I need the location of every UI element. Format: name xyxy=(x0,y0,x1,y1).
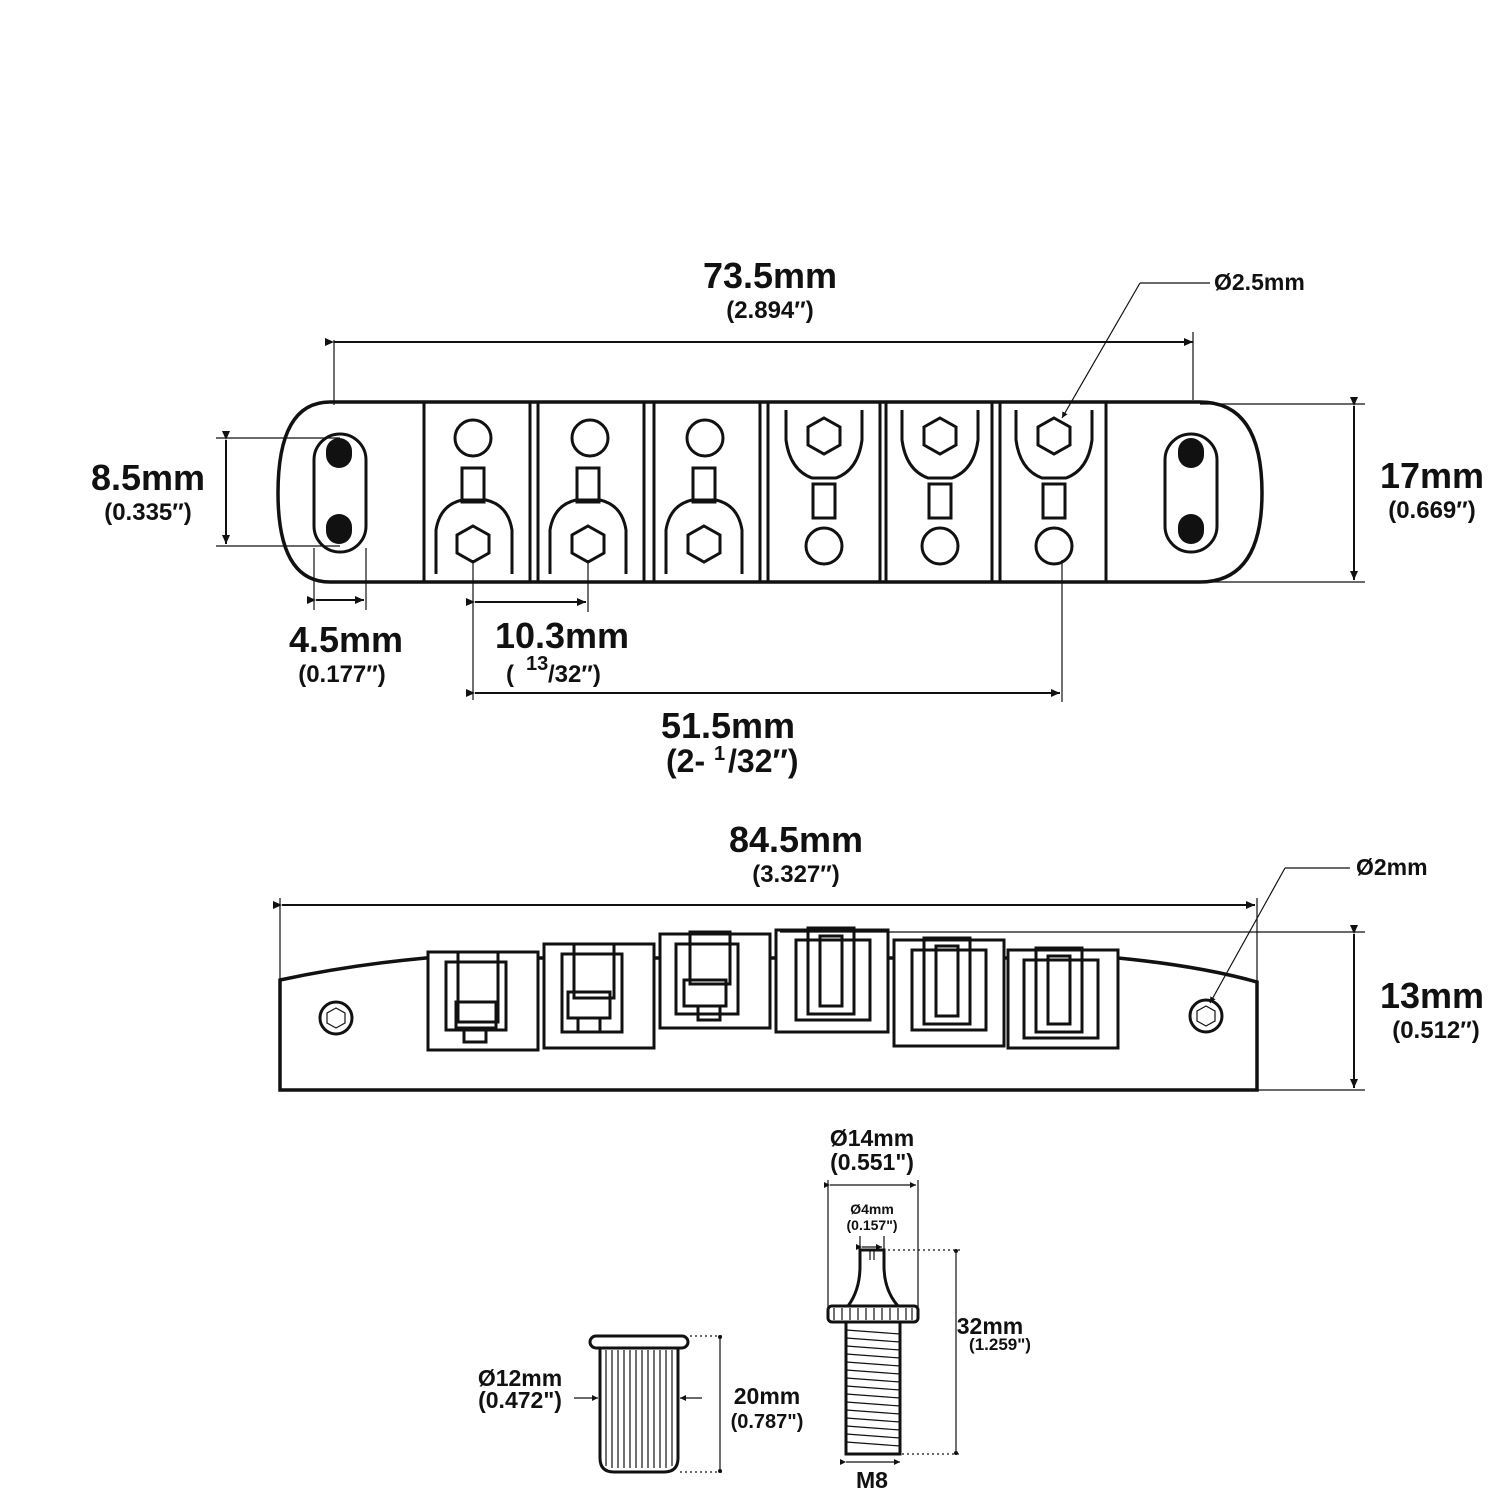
anchor-length-mm: 20mm xyxy=(734,1383,800,1409)
string-spread-mm: 51.5mm xyxy=(661,705,795,746)
top-hole-dia: Ø2.5mm xyxy=(1214,269,1305,295)
saddle-spacing-inch-prefix: ( xyxy=(506,661,514,688)
left-slot xyxy=(312,432,368,554)
top-view: 73.5mm (2.894″) Ø2.5mm 8.5mm (0.335″) 17… xyxy=(91,255,1484,779)
side-view: 84.5mm (3.327″) Ø2mm 13mm (0.512″) xyxy=(273,819,1484,1092)
anchor-dia-mm: Ø12mm xyxy=(478,1365,562,1391)
stud-head-dia-inch: (0.551") xyxy=(830,1149,914,1175)
slot-inch: (0.177″) xyxy=(298,661,386,688)
string-spread-inch-den: /32″) xyxy=(728,743,798,779)
saddles-left xyxy=(434,418,744,574)
anchor-length-inch: (0.787") xyxy=(731,1411,804,1433)
right-slot-dot-bottom xyxy=(1178,514,1204,544)
side-height-mm: 13mm xyxy=(1380,975,1484,1016)
left-slot-dot-top xyxy=(326,438,352,468)
stud-shaft-dia-mm: Ø4mm xyxy=(850,1201,894,1217)
stud-head-dia-mm: Ø14mm xyxy=(830,1125,914,1151)
stud-length-inch: (1.259") xyxy=(969,1335,1031,1354)
side-length-inch: (3.327″) xyxy=(752,861,840,888)
saddle-spacing-inch-den: /32″) xyxy=(548,661,601,688)
top-height-inch: (0.669″) xyxy=(1388,497,1476,524)
top-length-inch: (2.894″) xyxy=(726,297,814,324)
anchor-dia-inch: (0.472") xyxy=(478,1387,562,1413)
stud-bolt: Ø14mm (0.551") Ø4mm (0.157") xyxy=(824,1125,1031,1490)
anchor-bushing: Ø12mm (0.472") 20mm (0.787") xyxy=(478,1334,804,1474)
stud-thread: M8 xyxy=(856,1467,888,1490)
slot-mm: 4.5mm xyxy=(289,619,403,660)
side-hole-dia: Ø2mm xyxy=(1356,854,1428,880)
side-height-inch: (0.512″) xyxy=(1392,1017,1480,1044)
left-slot-dot-bottom xyxy=(326,514,352,544)
side-hole-right xyxy=(1188,998,1224,1034)
top-height-mm: 17mm xyxy=(1380,455,1484,496)
saddles-right xyxy=(784,410,1094,566)
string-spread-inch-num: 1 xyxy=(714,743,725,765)
saddle-spacing-mm: 10.3mm xyxy=(495,615,629,656)
side-hole-left xyxy=(318,1000,354,1036)
top-length-mm: 73.5mm xyxy=(703,255,837,296)
stud-length-mm: 32mm xyxy=(957,1313,1023,1339)
right-slot-dot-top xyxy=(1178,438,1204,468)
top-width-mm: 8.5mm xyxy=(91,457,205,498)
right-slot xyxy=(1163,432,1219,554)
side-length-mm: 84.5mm xyxy=(729,819,863,860)
stud-shaft-dia-inch: (0.157") xyxy=(847,1217,898,1233)
string-spread-inch-prefix: (2- xyxy=(666,743,705,779)
top-width-inch: (0.335″) xyxy=(104,499,192,526)
saddle-spacing-inch-num: 13 xyxy=(526,653,548,675)
